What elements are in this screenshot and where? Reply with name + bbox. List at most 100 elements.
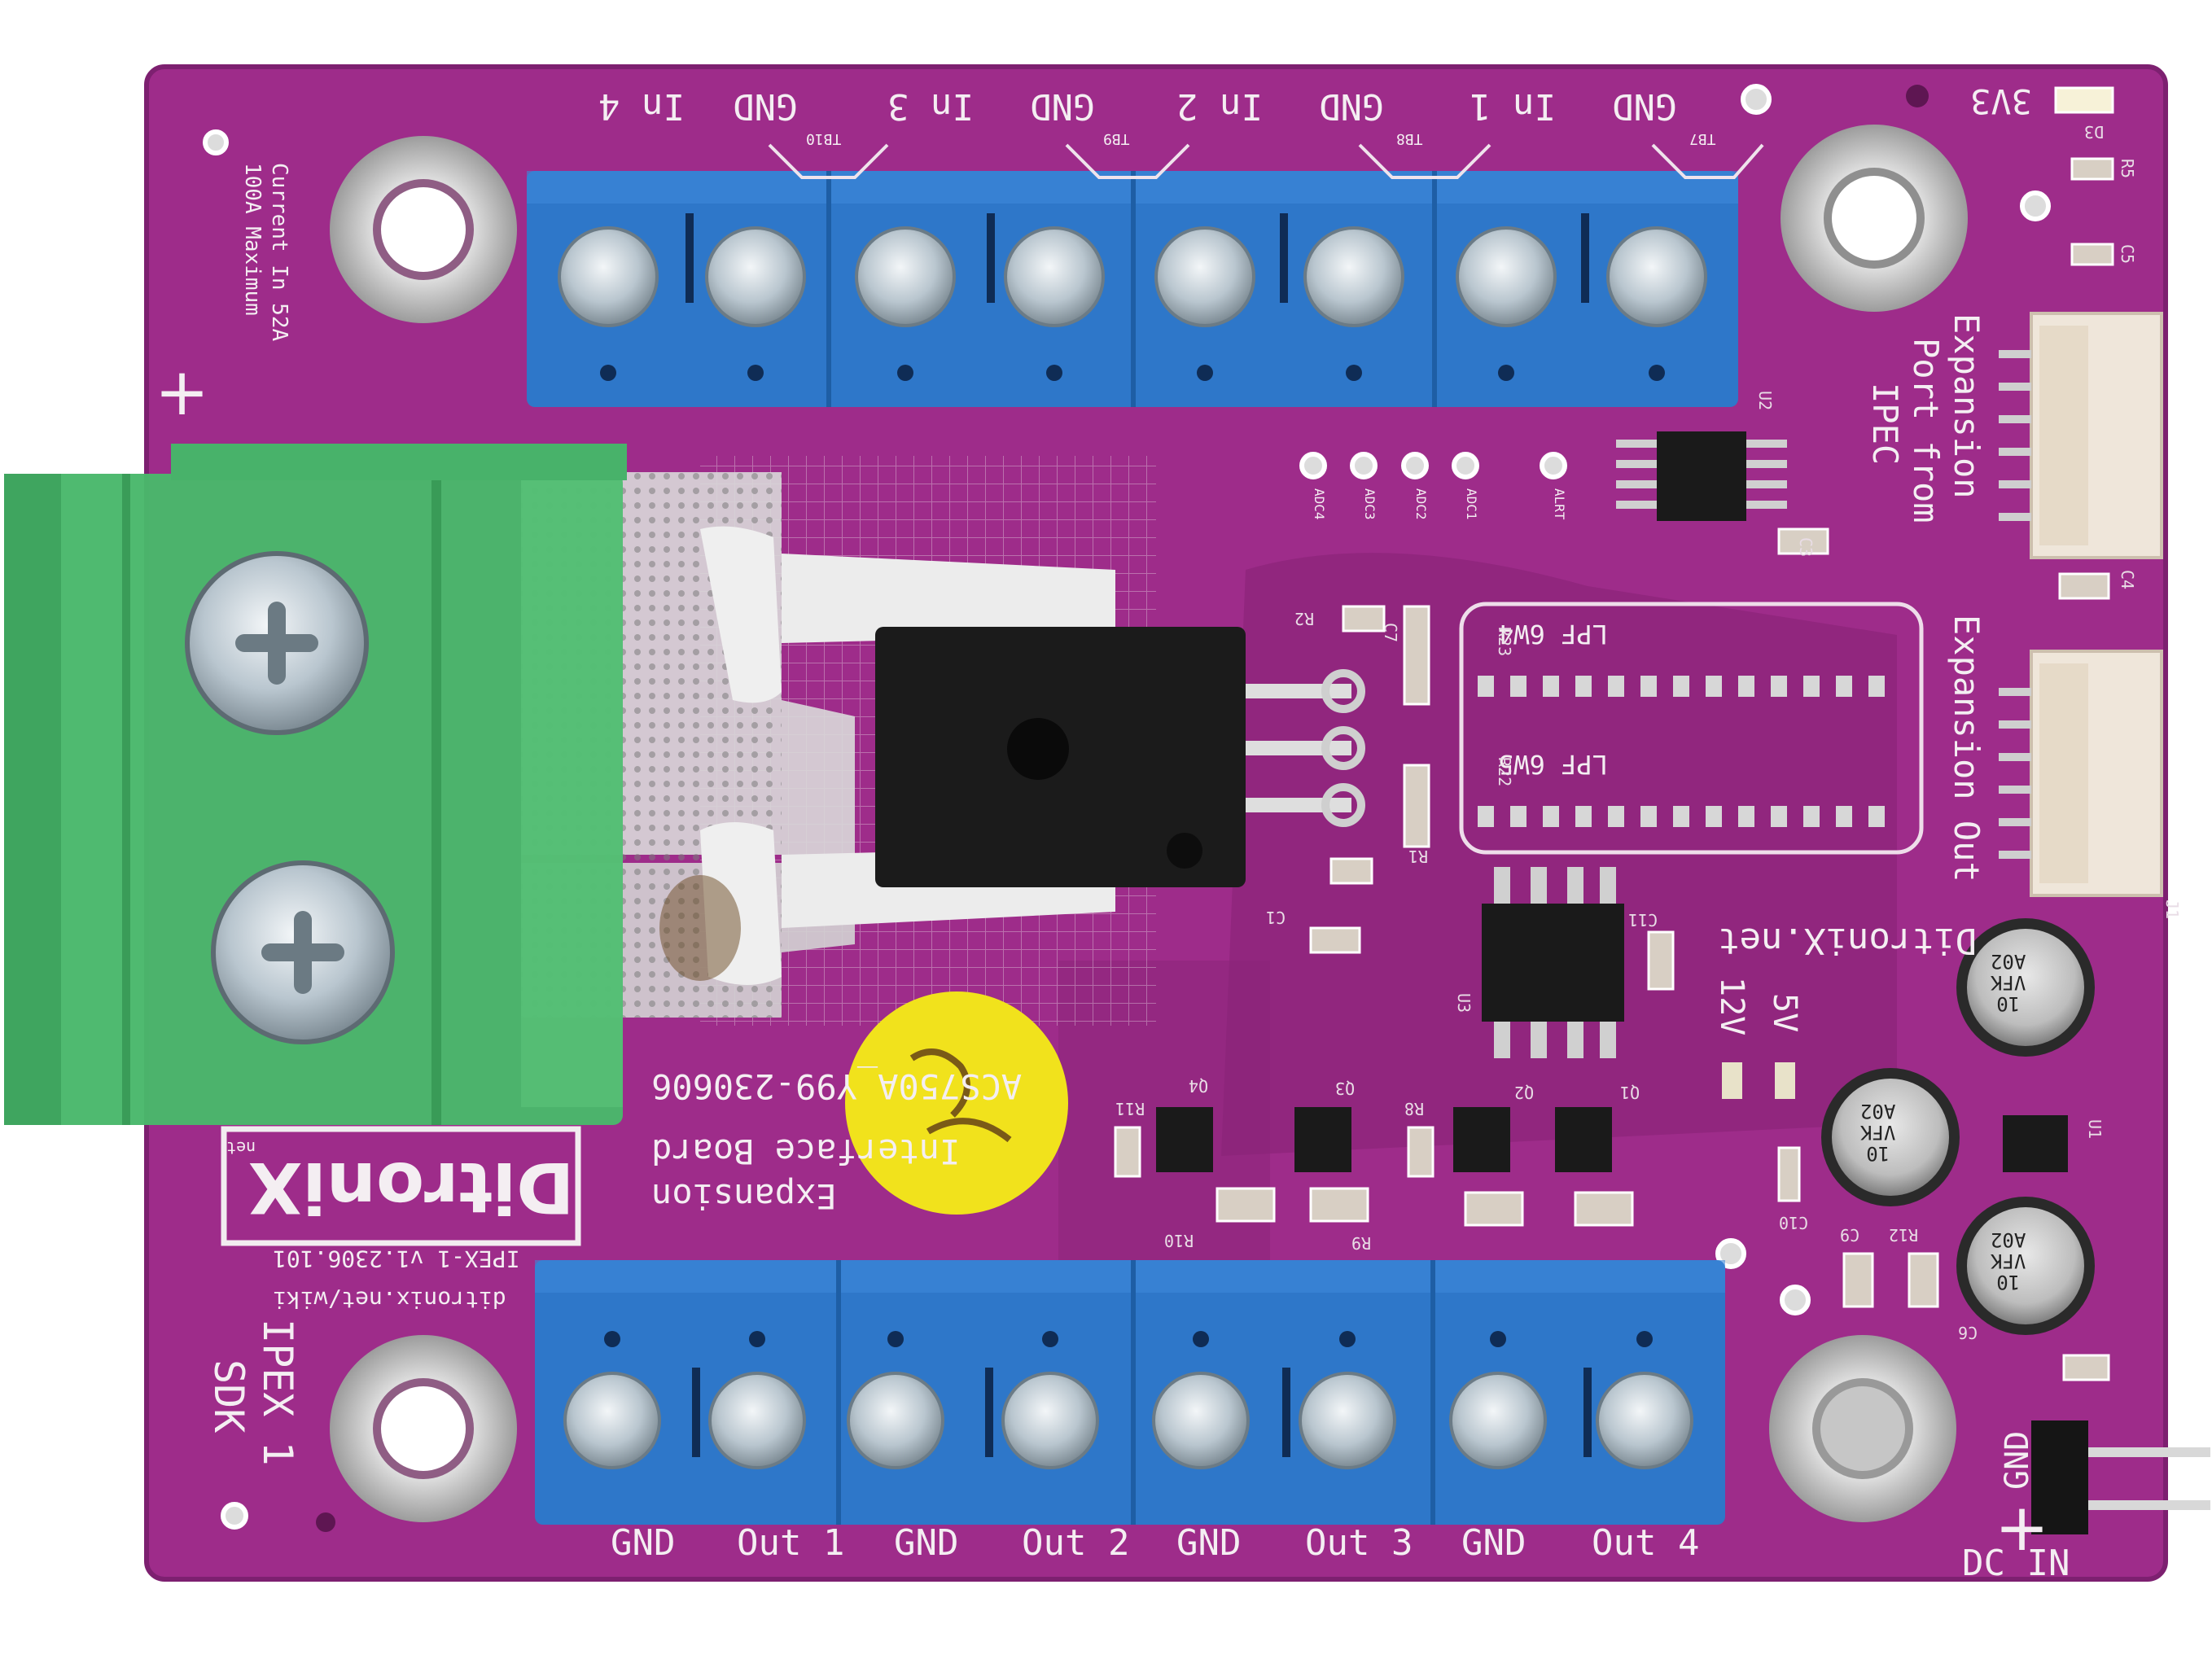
ref-designator: C4 xyxy=(2118,570,2137,590)
mount-hole-bottom-left xyxy=(330,1335,517,1522)
board-part-number: ACS750A_Y99-230606 xyxy=(651,1066,1023,1106)
terminal-ref: TB8 xyxy=(1396,130,1423,147)
screw xyxy=(1152,1372,1250,1469)
expansion-port-in-connector xyxy=(2030,312,2163,559)
electrolytic-cap-3 xyxy=(1956,1197,2095,1335)
ic-u2-pins xyxy=(1616,440,1787,509)
connector-pins xyxy=(1999,350,2031,859)
silkscreen-lines xyxy=(768,143,1764,179)
lpf-label: LPF 6W4 xyxy=(1498,619,1608,650)
top-terminal-block xyxy=(527,171,1738,407)
rail-3v3-label: 3V3 xyxy=(1970,81,2032,121)
screw xyxy=(847,1372,944,1469)
ic-u3 xyxy=(1482,904,1624,1022)
expansion-port-in-line1: Expansion xyxy=(1947,313,1986,499)
board-title-line1: Expansion xyxy=(651,1176,837,1216)
top-terminal-label: In 4 xyxy=(598,85,685,127)
via xyxy=(316,1512,335,1532)
bottom-terminal-screws xyxy=(563,1372,1693,1469)
ref-designator: C7 xyxy=(1381,623,1400,643)
bottom-terminal-label: GND xyxy=(894,1522,959,1564)
ref-designator: R1 xyxy=(1408,847,1429,866)
expansion-out-label: Expansion Out xyxy=(1947,615,1986,882)
adc-label: ADC1 xyxy=(1464,488,1479,520)
led-3v3 xyxy=(2054,86,2114,114)
transistors xyxy=(1156,1107,2068,1172)
smd-components xyxy=(1114,157,2114,1381)
screw xyxy=(558,226,659,327)
ref-designator: J1 xyxy=(2162,900,2182,920)
expansion-out-connector xyxy=(2030,650,2163,897)
bottom-terminal-label: Out 1 xyxy=(737,1522,845,1564)
terminal-ref: TB9 xyxy=(1103,130,1130,147)
yellow-sticker xyxy=(845,991,1068,1215)
rail-5v-label: 5V xyxy=(1766,993,1803,1033)
ref-designator: C5 xyxy=(2118,244,2137,265)
terminal-ref: TB10 xyxy=(806,130,842,147)
brand-logo-suffix: net xyxy=(226,1138,256,1158)
ref-designator: Q1 xyxy=(1620,1083,1640,1102)
led-5v xyxy=(1775,1062,1795,1099)
top-terminal-label: GND xyxy=(733,85,798,127)
bottom-terminal-label: GND xyxy=(611,1522,676,1564)
top-terminal-label: GND xyxy=(1319,85,1384,127)
adc-label: ALRT xyxy=(1552,488,1567,520)
adc-label: ADC3 xyxy=(1362,488,1378,520)
ref-designator: Q2 xyxy=(1514,1083,1535,1102)
power-plus-label: + xyxy=(155,354,210,430)
screw xyxy=(1449,1372,1547,1469)
ref-designator: R5 xyxy=(2118,159,2137,179)
bottom-terminal-label: Out 2 xyxy=(1022,1522,1130,1564)
ref-designator: C1 xyxy=(1266,908,1286,927)
ref-designator: D3 xyxy=(2084,122,2105,142)
screw xyxy=(1001,1372,1099,1469)
ref-designator: C6 xyxy=(1958,1323,1978,1342)
adc-label: ADC2 xyxy=(1413,488,1429,520)
ref-designator: Q3 xyxy=(1335,1079,1356,1098)
ref-designator: R8 xyxy=(1404,1099,1425,1118)
wiki-text: ditronix.net/wiki xyxy=(273,1286,506,1313)
ref-designator: R12 xyxy=(1889,1225,1919,1245)
lpf-outline xyxy=(1459,602,1924,855)
top-terminal-label: In 2 xyxy=(1176,85,1263,127)
mount-hole-top-left xyxy=(330,136,517,323)
terminal-ref: TB7 xyxy=(1689,130,1716,147)
expansion-port-in-line2: Port from xyxy=(1906,338,1946,523)
electrolytic-cap-1 xyxy=(1956,918,2095,1057)
sdk-line2: SDK xyxy=(205,1359,252,1434)
ref-designator: R9 xyxy=(1351,1233,1372,1253)
ref-designator: C3 xyxy=(1796,537,1816,558)
screw xyxy=(1303,226,1404,327)
mount-hole-top-right xyxy=(1781,125,1968,312)
top-terminal-screws xyxy=(558,226,1707,327)
current-sensor-ic xyxy=(875,627,1365,887)
sdk-line1: IPEX 1 xyxy=(254,1319,301,1466)
lpf-pads xyxy=(1478,676,1885,827)
green-power-terminal xyxy=(4,444,627,1125)
lpf-label: LPF 6W5 xyxy=(1498,749,1608,780)
ref-designator: U3 xyxy=(1454,993,1474,1013)
ref-designator: C11 xyxy=(1628,910,1658,930)
expansion-port-in-line3: IPEC xyxy=(1865,383,1905,466)
top-terminal-wire-holes xyxy=(600,365,1665,381)
bottom-terminal-block xyxy=(535,1260,1725,1525)
current-note-2: 100A Maximum xyxy=(240,163,265,316)
ref-designator: R2 xyxy=(1294,609,1315,628)
screw xyxy=(1596,1372,1693,1469)
ref-designator: C10 xyxy=(1779,1213,1809,1232)
bottom-terminal-wire-holes xyxy=(604,1331,1653,1347)
rail-12v-label: 12V xyxy=(1713,977,1750,1036)
dc-plus-label: + xyxy=(1995,1490,2050,1565)
website-text: DitroniX.net xyxy=(1718,920,1977,961)
board-title-line2: Interface Board xyxy=(651,1132,961,1171)
ic-u3-pins xyxy=(1494,867,1616,1058)
top-terminal-label: In 3 xyxy=(887,85,974,127)
dc-in-label: DC IN xyxy=(1962,1543,2070,1584)
test-points xyxy=(203,84,2051,1530)
ref-designator: R22 xyxy=(1495,757,1514,787)
screw xyxy=(1456,226,1557,327)
